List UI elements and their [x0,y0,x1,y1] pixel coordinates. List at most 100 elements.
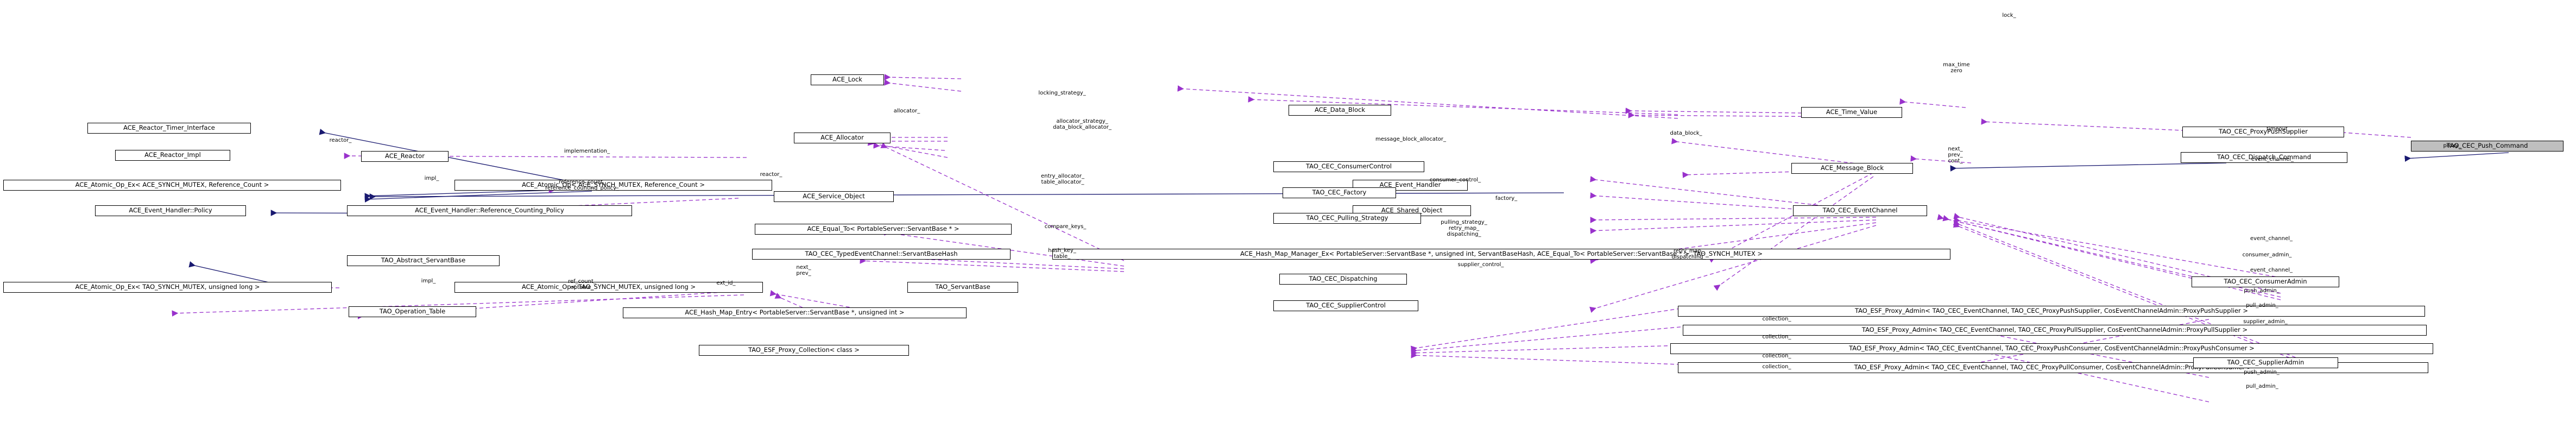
class-node-label: TAO_CEC_Dispatching [1309,275,1378,283]
class-node-label: ACE_Atomic_Op< TAO_SYNCH_MUTEX, unsigned… [521,283,696,291]
edge-label-line: reference_counting_policy_ [545,185,619,191]
class-node-label: ACE_Event_Handler::Reference_Counting_Po… [415,206,564,215]
class-node-tao_cec_suppliercontrol[interactable]: TAO_CEC_SupplierControl [1273,300,1418,311]
class-node-label: TAO_ESF_Proxy_Admin< TAO_CEC_EventChanne… [1849,344,2255,352]
edge-label-line: compare_keys_ [1044,224,1087,230]
edge-label-line: data_block_allocator_ [1053,124,1112,130]
edge-label-locking_strategy_: locking_strategy_ [1038,90,1085,96]
edge-label-next_prev_cont_: next_prev_cont_ [1948,146,1962,164]
edge-label-line: collection_ [1762,334,1791,340]
class-node-ace_reactor_timer_interface[interactable]: ACE_Reactor_Timer_Interface [87,123,251,134]
class-node-tao_cec_eventchannel[interactable]: TAO_CEC_EventChannel [1793,205,1927,216]
edge-label-line: cont_ [1948,158,1963,164]
edge-label-implementation_: implementation_ [564,148,610,154]
edge-label-line: push_admin_ [2244,369,2280,375]
class-node-ace_atomic_op_ex_ref[interactable]: ACE_Atomic_Op_Ex< ACE_SYNCH_MUTEX, Refer… [3,180,341,191]
class-node-label: ACE_Service_Object [803,192,865,200]
class-node-label: ACE_Atomic_Op_Ex< TAO_SYNCH_MUTEX, unsig… [75,283,260,291]
class-node-ace_event_handler_policy[interactable]: ACE_Event_Handler::Policy [95,205,246,216]
class-node-esf_proxy_admin_pullsupplier[interactable]: TAO_ESF_Proxy_Admin< TAO_CEC_EventChanne… [1683,325,2427,336]
class-node-label: TAO_ESF_Proxy_Admin< TAO_CEC_EventChanne… [1854,363,2252,371]
class-node-ace_data_block[interactable]: ACE_Data_Block [1289,105,1391,116]
class-node-tao_abstract_servantbase[interactable]: TAO_Abstract_ServantBase [347,255,500,266]
class-node-label: ACE_Atomic_Op_Ex< ACE_SYNCH_MUTEX, Refer… [75,181,269,189]
edge-label-event_channel_mid: event_channel_ [2250,236,2293,242]
class-node-ace_allocator[interactable]: ACE_Allocator [794,133,891,143]
edge-label-retry_map_dispatching_: retry_map_dispatching_ [1671,248,1706,260]
class-node-label: TAO_CEC_ConsumerAdmin [2224,278,2307,286]
edge-label-line: table_allocator_ [1041,179,1084,185]
class-node-tao_cec_pulling_strategy[interactable]: TAO_CEC_Pulling_Strategy [1273,213,1421,224]
class-node-ace_hash_map_manager_ex[interactable]: ACE_Hash_Map_Manager_Ex< PortableServer:… [1052,249,1950,260]
edge-label-supplier_control_: supplier_control_ [1458,262,1504,268]
class-node-ace_atomic_op_ref[interactable]: ACE_Atomic_Op< ACE_SYNCH_MUTEX, Referenc… [454,180,772,191]
edge-label-compare_keys_: compare_keys_ [1045,224,1087,230]
class-node-tao_cec_supplieradmin[interactable]: TAO_CEC_SupplierAdmin [2193,357,2338,368]
class-node-ace_reactor[interactable]: ACE_Reactor [361,151,449,162]
class-node-label: TAO_ServantBase [935,283,990,291]
edge-label-line: event_channel_ [2250,267,2293,273]
edge-label-line: next_ [1948,146,1963,152]
class-node-tao_cec_typedec_servbasehash[interactable]: TAO_CEC_TypedEventChannel::ServantBaseHa… [752,249,1011,260]
edge-label-line: collection_ [1762,316,1791,322]
class-node-ace_equal_to_servantbase[interactable]: ACE_Equal_To< PortableServer::ServantBas… [755,224,1012,235]
edge-label-line: entry_allocator_ [1040,173,1085,179]
class-node-ace_atomic_op_ex_ul[interactable]: ACE_Atomic_Op_Ex< TAO_SYNCH_MUTEX, unsig… [3,282,332,293]
class-node-ace_atomic_op_ul[interactable]: ACE_Atomic_Op< TAO_SYNCH_MUTEX, unsigned… [454,282,763,293]
class-node-esf_proxy_admin_pushsupplier[interactable]: TAO_ESF_Proxy_Admin< TAO_CEC_EventChanne… [1678,306,2425,317]
edge-label-line: event_channel_ [2251,156,2294,162]
class-node-tao_cec_dispatching[interactable]: TAO_CEC_Dispatching [1279,274,1407,285]
edge-label-line: dispatching_ [1671,254,1706,260]
class-node-label: ACE_Reactor_Timer_Interface [123,124,215,132]
class-node-tao_esf_proxy_collection[interactable]: TAO_ESF_Proxy_Collection< class > [699,345,909,356]
edge-label-line: next_ [796,264,811,270]
edge-label-line: zero [1950,68,1962,74]
edge-label-data_block_: data_block_ [1670,130,1702,136]
class-node-label: TAO_CEC_SupplierAdmin [2227,358,2304,367]
class-node-label: TAO_CEC_TypedEventChannel::ServantBaseHa… [805,250,958,258]
edge-label-line: reactor_ [760,172,782,178]
edge-label-collection_3: collection_ [1763,353,1791,359]
edge-label-line: consumer_control_ [1429,177,1481,183]
edge-label-line: impl_ [421,278,436,284]
class-node-tao_servantbase[interactable]: TAO_ServantBase [907,282,1018,293]
edge-label-line: locking_strategy_ [1038,90,1086,96]
class-node-tao_cec_consumercontrol[interactable]: TAO_CEC_ConsumerControl [1273,161,1424,172]
class-node-tao_cec_dispatch_command[interactable]: TAO_CEC_Dispatch_Command [2181,152,2347,163]
class-node-ace_time_value[interactable]: ACE_Time_Value [1801,107,1902,118]
edge-label-consumer_admin_: consumer_admin_ [2243,252,2292,258]
edge-label-allocator_: allocator_ [894,108,920,114]
edge-label-ref_count_optable_: ref_count_optable_ [568,279,596,291]
edge-label-line: factory_ [1495,196,1518,201]
edge-label-line: timeout_ [2266,126,2290,132]
class-node-tao_cec_consumeradmin[interactable]: TAO_CEC_ConsumerAdmin [2192,276,2339,287]
class-node-ace_lock[interactable]: ACE_Lock [811,74,884,85]
class-node-label: ACE_Allocator [820,134,864,142]
class-node-label: ACE_Reactor_Impl [144,151,201,159]
class-node-ace_hash_map_entry[interactable]: ACE_Hash_Map_Entry< PortableServer::Serv… [623,307,967,318]
class-node-tao_cec_proxypushsupplier[interactable]: TAO_CEC_ProxyPushSupplier [2182,127,2344,137]
class-node-esf_proxy_admin_pushconsumer[interactable]: TAO_ESF_Proxy_Admin< TAO_CEC_EventChanne… [1670,343,2433,354]
class-node-tao_cec_push_command[interactable]: TAO_CEC_Push_Command [2411,141,2564,152]
edge-label-line: ext_id_ [716,280,736,286]
edge-label-line: consumer_admin_ [2242,252,2292,258]
class-node-ace_eh_ref_counting_policy[interactable]: ACE_Event_Handler::Reference_Counting_Po… [347,205,632,216]
class-node-tao_cec_factory[interactable]: TAO_CEC_Factory [1283,187,1396,198]
class-node-label: TAO_CEC_Dispatch_Command [2217,153,2312,161]
class-node-ace_message_block[interactable]: ACE_Message_Block [1791,163,1913,174]
class-node-label: TAO_ESF_Proxy_Admin< TAO_CEC_EventChanne… [1854,307,2249,315]
edge-label-line: pulling_strategy_ [1441,219,1487,225]
edge-label-reference_count_: reference_count_reference_counting_polic… [545,179,619,191]
edge-label-line: supplier_control_ [1457,262,1504,268]
edge-label-consumer_control_: consumer_control_ [1430,177,1481,183]
edge-label-lock_: lock_ [2002,12,2016,18]
edge-label-impl_bottom: impl_ [421,278,436,284]
class-node-ace_service_object[interactable]: ACE_Service_Object [774,191,894,202]
edge-label-push_admin_: push_admin_ [2244,288,2280,294]
class-node-ace_reactor_impl[interactable]: ACE_Reactor_Impl [115,150,230,161]
class-node-label: ACE_Hash_Map_Entry< PortableServer::Serv… [685,308,905,317]
class-node-label: TAO_ESF_Proxy_Admin< TAO_CEC_EventChanne… [1861,326,2248,334]
class-node-tao_operation_table[interactable]: TAO_Operation_Table [349,306,476,317]
edge-label-line: ref_count_ [568,279,596,285]
